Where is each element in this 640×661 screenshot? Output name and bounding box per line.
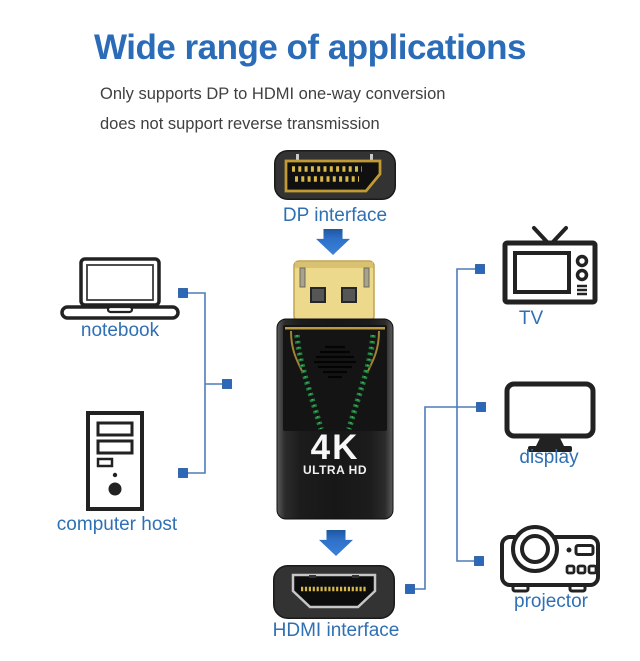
- dp-port-image: [274, 150, 396, 200]
- node-hdmi: [405, 584, 415, 594]
- display-label: display: [519, 447, 579, 468]
- subtitle-line-1: Only supports DP to HDMI one-way convers…: [100, 85, 446, 103]
- projector-label: projector: [514, 591, 588, 612]
- display-hdmi-line: [415, 406, 476, 590]
- computer-host-label: computer host: [56, 514, 178, 535]
- monitor-icon: [504, 381, 596, 452]
- projector-icon: [500, 525, 600, 593]
- node-tv: [475, 264, 485, 274]
- tv-icon: [502, 226, 598, 305]
- tower-pc-icon: [86, 411, 144, 511]
- page-title: Wide range of applications: [94, 28, 527, 67]
- laptop-icon: [60, 257, 180, 320]
- sources-bracket-line: [187, 292, 206, 474]
- down-arrow-icon: [316, 229, 350, 255]
- hdmi-port-image: [273, 565, 395, 619]
- badge-4k: 4K: [311, 428, 360, 467]
- notebook-label: notebook: [80, 320, 160, 341]
- vent-grille: [314, 345, 356, 379]
- badge-ultra-hd: ULTRA HD: [303, 463, 367, 477]
- dp-interface-label: DP interface: [282, 205, 388, 226]
- down-arrow-icon: [319, 530, 353, 556]
- hdmi-interface-label: HDMI interface: [272, 620, 400, 641]
- tv-label: TV: [518, 308, 544, 329]
- dp-to-hdmi-adapter-image: 4K ULTRA HD: [276, 260, 394, 520]
- node-display: [476, 402, 486, 412]
- node-projector: [474, 556, 484, 566]
- node-adapter: [222, 379, 232, 389]
- subtitle-line-2: does not support reverse transmission: [100, 115, 380, 133]
- node-computer-host: [178, 468, 188, 478]
- adapter-body: 4K ULTRA HD: [276, 318, 394, 520]
- dp-male-plug: [293, 260, 375, 322]
- tv-projector-line: [456, 268, 475, 562]
